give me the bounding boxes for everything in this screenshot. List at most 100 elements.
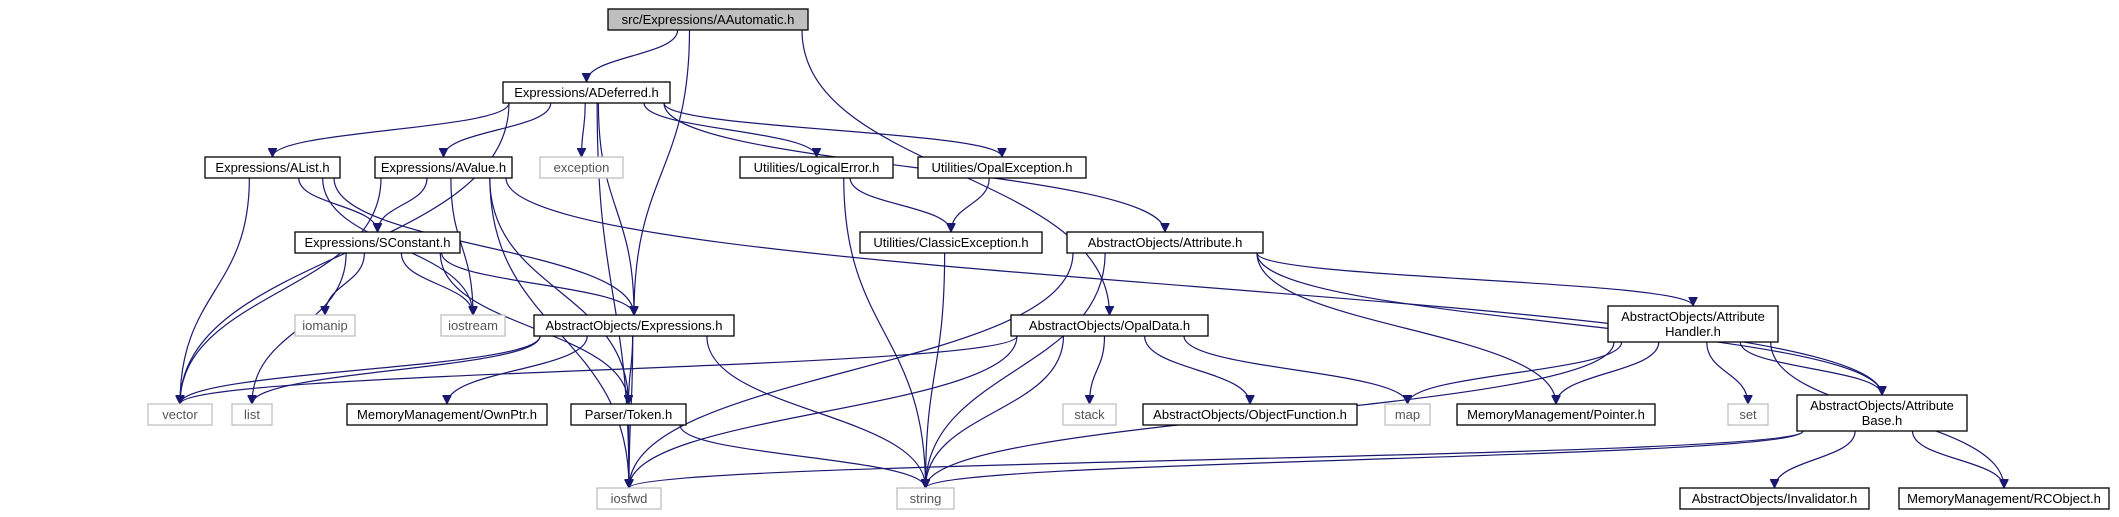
node-root[interactable]: src/Expressions/AAutomatic.h: [607, 8, 809, 31]
node-invalidator[interactable]: AbstractObjects/Invalidator.h: [1679, 487, 1870, 510]
node-classicexception[interactable]: Utilities/ClassicException.h: [859, 231, 1043, 254]
edge-expressions-to-ownptr: [447, 335, 588, 405]
node-stack: stack: [1062, 403, 1117, 426]
node-box: [917, 156, 1087, 179]
node-box: [859, 231, 1043, 254]
node-adeferred[interactable]: Expressions/ADeferred.h: [502, 81, 671, 104]
node-box: [1898, 487, 2110, 510]
edge-expressions-to-list: [252, 335, 541, 405]
node-label: MemoryManagement/OwnPtr.h: [357, 407, 537, 422]
edge-opaldata-to-map: [1183, 335, 1408, 405]
node-label: AbstractObjects/OpalData.h: [1029, 318, 1190, 333]
edge-attribute-to-string: [926, 252, 1106, 488]
edge-attribute-to-pointer: [1256, 252, 1556, 404]
node-pointer[interactable]: MemoryManagement/Pointer.h: [1456, 403, 1656, 426]
node-objectfunction[interactable]: AbstractObjects/ObjectFunction.h: [1142, 403, 1358, 426]
edge-classicexception-to-string: [926, 252, 946, 488]
edge-attrbase-to-string: [926, 430, 1804, 489]
node-box: [294, 314, 356, 337]
node-logicalerror[interactable]: Utilities/LogicalError.h: [739, 156, 894, 179]
edge-avalue-to-iostream: [450, 177, 473, 315]
edge-token-to-string: [679, 424, 926, 489]
node-label: MemoryManagement/RCObject.h: [1907, 491, 2101, 506]
node-attribute[interactable]: AbstractObjects/Attribute.h: [1066, 231, 1264, 254]
node-box: [570, 403, 687, 426]
node-label: Utilities/OpalException.h: [932, 160, 1073, 175]
node-iostream: iostream: [440, 314, 506, 337]
edge-attrhandler-to-attrbase: [1739, 341, 1882, 396]
edge-sconstant-to-expressions: [441, 252, 634, 316]
node-label: string: [910, 491, 942, 506]
edge-alist-to-vector: [180, 177, 250, 404]
edge-avalue-to-attrbase: [505, 177, 1882, 395]
node-box: [1062, 403, 1117, 426]
node-rcobject[interactable]: MemoryManagement/RCObject.h: [1898, 487, 2110, 510]
node-iomanip: iomanip: [294, 314, 356, 337]
edge-attribute-to-attrbase: [1256, 252, 1882, 395]
edge-alist-to-expressions: [333, 177, 634, 315]
node-label: AbstractObjects/Attribute: [1621, 309, 1765, 324]
node-box: [607, 8, 809, 31]
node-label: iomanip: [302, 318, 348, 333]
edge-attribute-to-attrhandler: [1256, 252, 1693, 307]
node-avalue[interactable]: Expressions/AValue.h: [374, 156, 513, 179]
node-iosfwd: iosfwd: [596, 487, 662, 510]
edge-attrhandler-to-set: [1706, 341, 1748, 404]
edge-adeferred-to-attribute: [663, 102, 1165, 232]
node-box: [1679, 487, 1870, 510]
edge-adeferred-to-exception: [582, 102, 586, 157]
dependency-nodes: src/Expressions/AAutomatic.hExpressions/…: [147, 8, 2110, 510]
edge-attrbase-to-iosfwd: [629, 430, 1804, 489]
node-label: Base.h: [1862, 413, 1902, 428]
node-label: MemoryManagement/Pointer.h: [1467, 407, 1645, 422]
edge-adeferred-to-avalue: [444, 102, 552, 158]
node-label: Utilities/ClassicException.h: [873, 235, 1028, 250]
node-box: [1607, 305, 1779, 343]
node-token[interactable]: Parser/Token.h: [570, 403, 687, 426]
node-label: set: [1739, 407, 1757, 422]
edge-alist-to-sconstant: [298, 177, 378, 233]
node-label: Handler.h: [1665, 324, 1721, 339]
edge-adeferred-to-opalexception: [663, 102, 1002, 158]
node-set: set: [1727, 403, 1769, 426]
node-alist[interactable]: Expressions/AList.h: [204, 156, 341, 179]
edge-adeferred-to-logicalerror: [643, 102, 817, 158]
edge-avalue-to-token: [489, 177, 629, 404]
node-label: AbstractObjects/Attribute: [1810, 398, 1954, 413]
node-box: [1796, 394, 1968, 432]
node-box: [1066, 231, 1264, 254]
node-label: Expressions/AValue.h: [381, 160, 506, 175]
edge-sconstant-to-iomanip: [325, 252, 365, 315]
node-label: vector: [162, 407, 198, 422]
node-box: [204, 156, 341, 179]
node-label: AbstractObjects/Invalidator.h: [1692, 491, 1857, 506]
node-ownptr[interactable]: MemoryManagement/OwnPtr.h: [346, 403, 548, 426]
node-label: Expressions/SConstant.h: [305, 235, 451, 250]
node-box: [1456, 403, 1656, 426]
node-exception: exception: [539, 156, 624, 179]
node-sconstant[interactable]: Expressions/SConstant.h: [294, 231, 461, 254]
node-box: [231, 403, 273, 426]
edge-root-to-adeferred: [587, 29, 679, 83]
edge-avalue-to-sconstant: [378, 177, 428, 233]
node-opaldata[interactable]: AbstractObjects/OpalData.h: [1010, 314, 1209, 337]
edge-root-to-expressions: [634, 29, 691, 315]
node-label: list: [244, 407, 260, 422]
edge-attrhandler-to-pointer: [1556, 341, 1660, 405]
node-box: [1010, 314, 1209, 337]
node-opalexception[interactable]: Utilities/OpalException.h: [917, 156, 1087, 179]
edge-adeferred-to-expressions: [597, 102, 634, 315]
edge-opaldata-to-stack: [1090, 335, 1106, 404]
node-box: [896, 487, 955, 510]
edge-attrbase-to-rcobject: [1911, 430, 2005, 489]
node-box: [440, 314, 506, 337]
edge-opalexception-to-classicexception: [951, 177, 990, 233]
node-expressions[interactable]: AbstractObjects/Expressions.h: [533, 314, 735, 337]
edge-opaldata-to-iosfwd: [629, 335, 1018, 488]
edge-attrbase-to-invalidator: [1775, 430, 1856, 489]
node-box: [739, 156, 894, 179]
node-label: Expressions/AList.h: [215, 160, 329, 175]
